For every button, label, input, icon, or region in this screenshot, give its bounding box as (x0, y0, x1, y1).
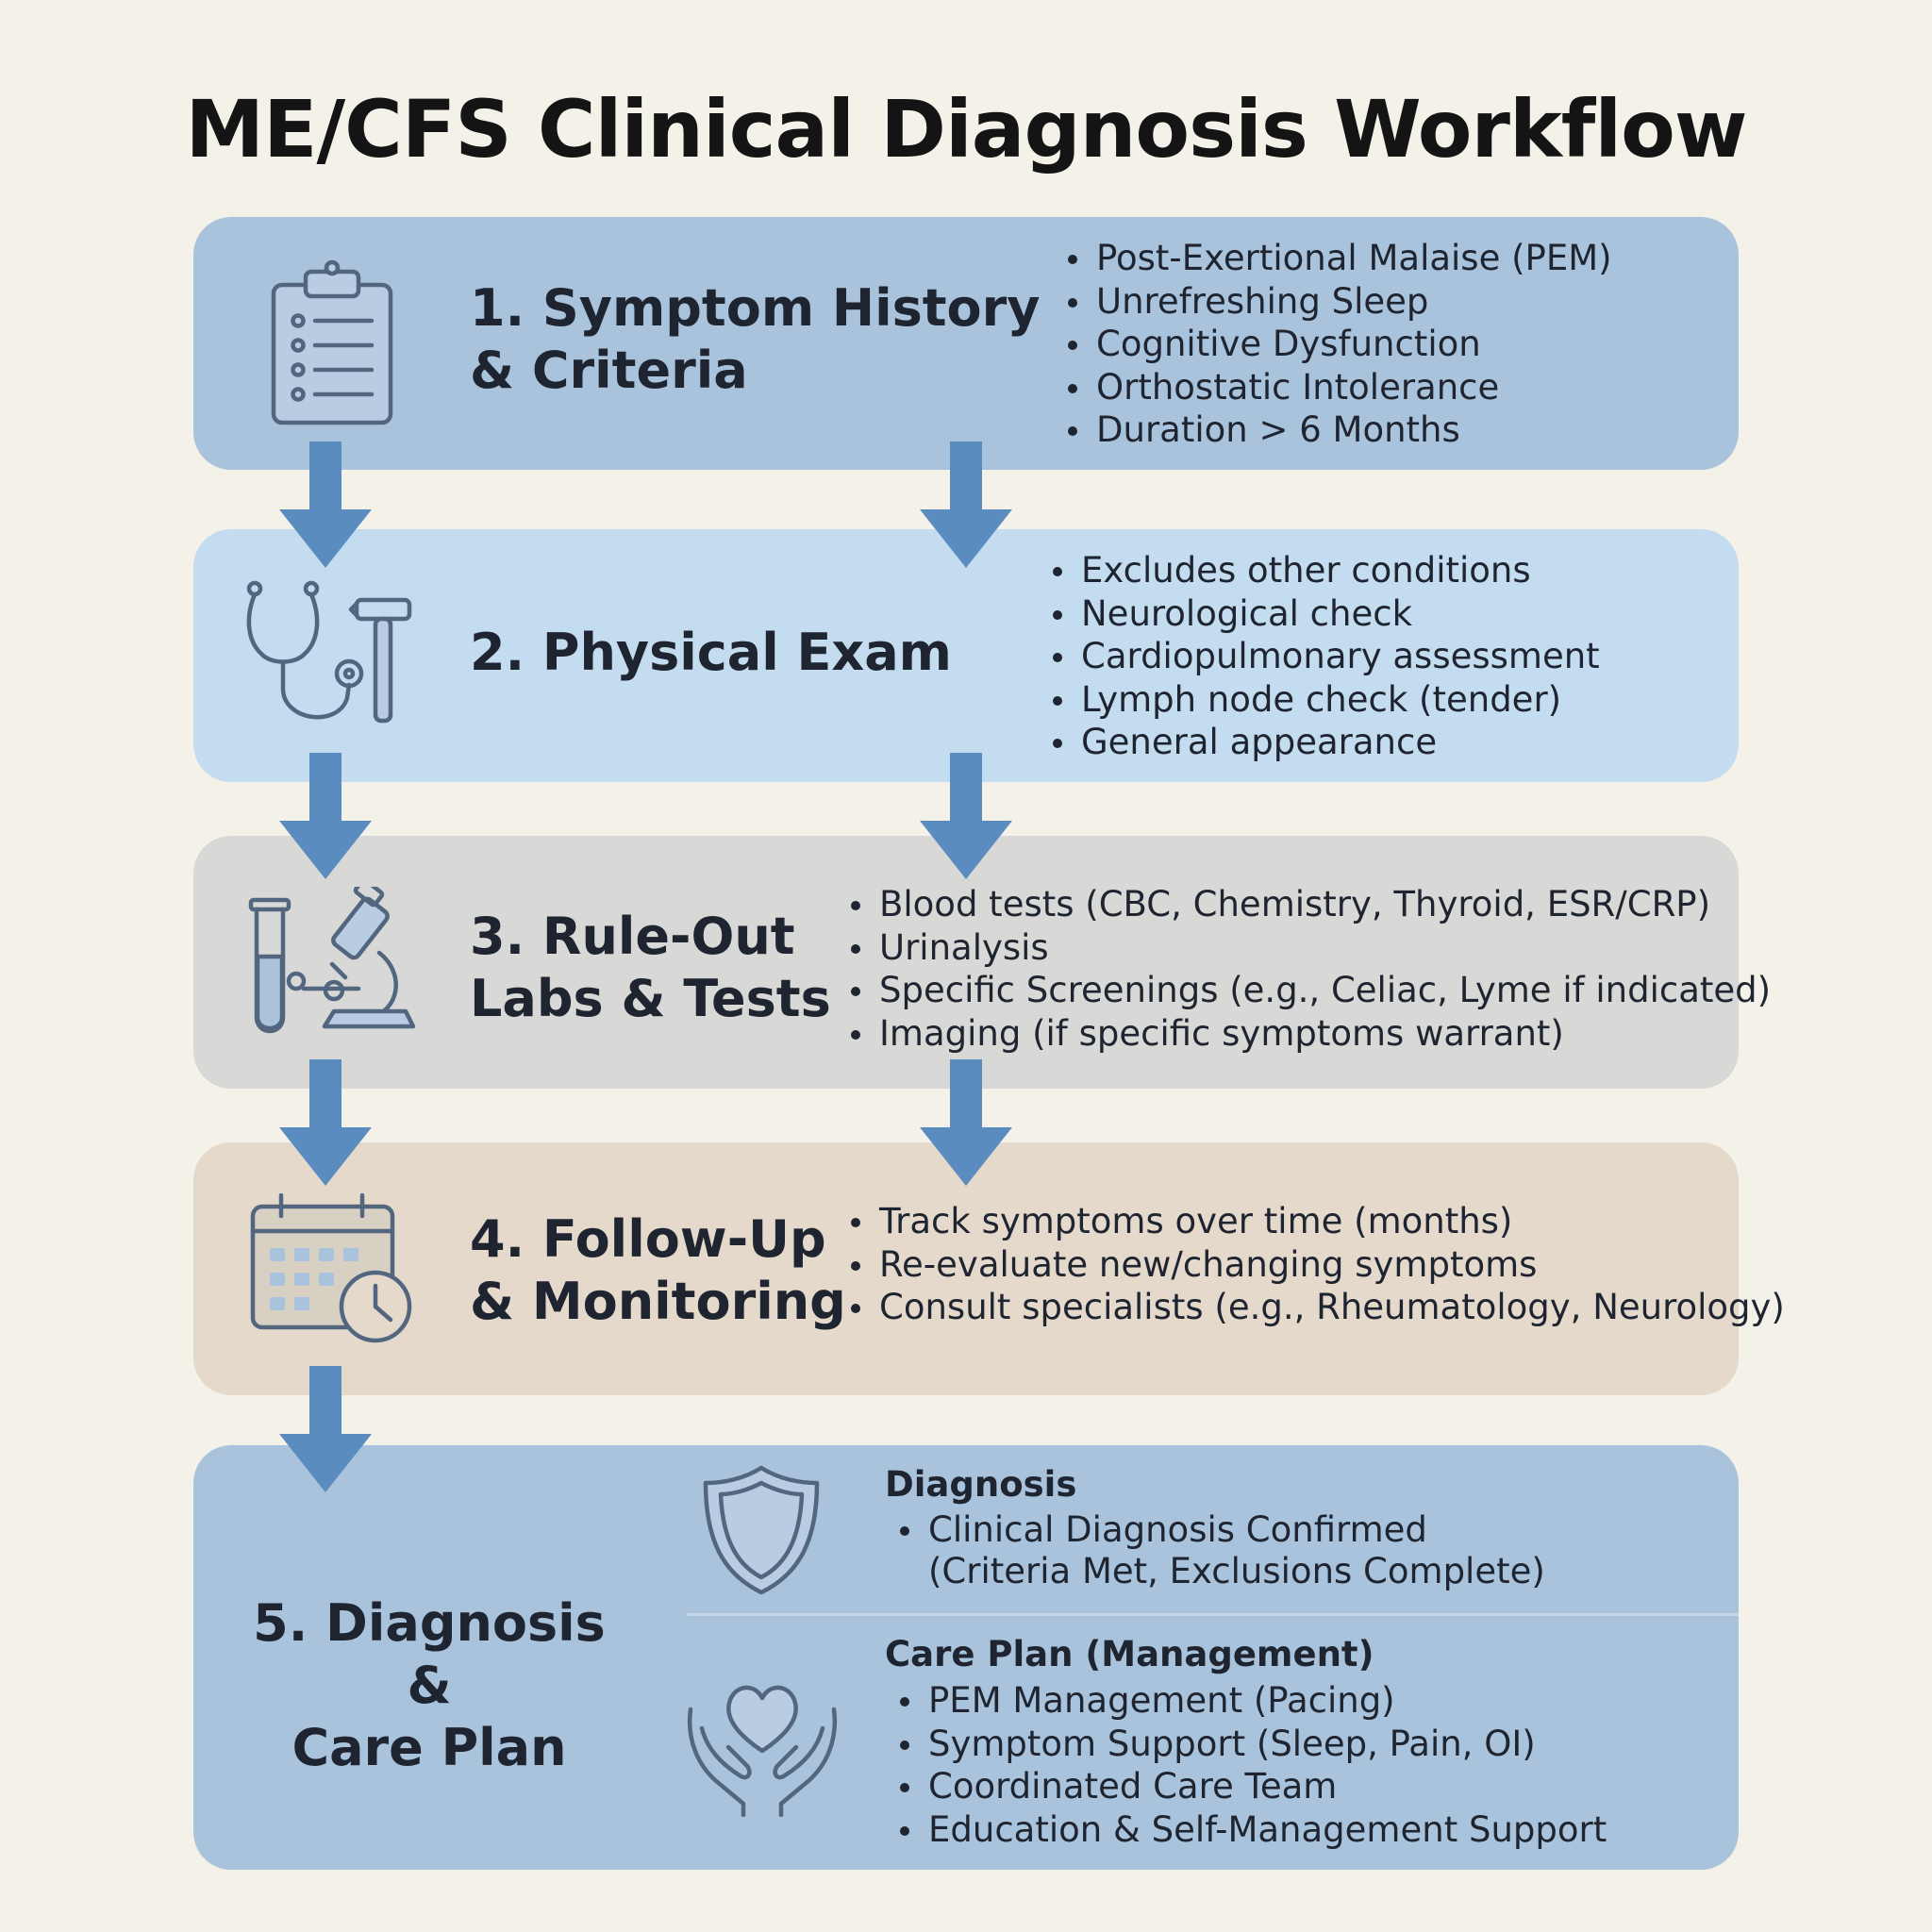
list-item: Track symptoms over time (months) (847, 1200, 1785, 1243)
list-item: Orthostatic Intolerance (1064, 366, 1612, 409)
microscope-icon (247, 887, 422, 1038)
list-item: PEM Management (Pacing) (896, 1679, 1607, 1723)
care-plan-list: PEM Management (Pacing) Symptom Support … (896, 1679, 1607, 1851)
page-title: ME/CFS Clinical Diagnosis Workflow (185, 83, 1748, 175)
list-item: General appearance (1049, 721, 1600, 764)
stethoscope-icon (243, 579, 418, 735)
list-item: Re-evaluate new/changing symptoms (847, 1243, 1785, 1287)
diagnosis-continuation: (Criteria Met, Exclusions Complete) (928, 1551, 1545, 1591)
list-item: Symptom Support (Sleep, Pain, OI) (896, 1723, 1607, 1766)
flow-arrow (279, 753, 372, 879)
list-item: Blood tests (CBC, Chemistry, Thyroid, ES… (847, 883, 1771, 926)
flow-arrow (920, 441, 1012, 568)
flow-arrow (279, 1366, 372, 1492)
step-1-box (193, 217, 1739, 470)
list-item: Urinalysis (847, 926, 1771, 970)
care-plan-heading: Care Plan (Management) (885, 1634, 1374, 1674)
list-item: Coordinated Care Team (896, 1765, 1607, 1808)
list-item: Neurological check (1049, 592, 1600, 636)
section-divider (687, 1613, 1739, 1616)
list-item: Specific Screenings (e.g., Celiac, Lyme … (847, 969, 1771, 1012)
step-3-labs-list: Blood tests (CBC, Chemistry, Thyroid, ES… (847, 883, 1771, 1055)
list-item: Lymph node check (tender) (1049, 678, 1600, 722)
step-2-exam-list: Excludes other conditions Neurological c… (1049, 549, 1600, 764)
list-item: Cognitive Dysfunction (1064, 323, 1612, 366)
step-5-title: 5. Diagnosis & Care Plan (253, 1593, 606, 1777)
flow-arrow (920, 753, 1012, 879)
step-4-title: 4. Follow-Up & Monitoring (470, 1209, 846, 1331)
list-item: Excludes other conditions (1049, 549, 1600, 592)
diagnosis-list: Clinical Diagnosis Confirmed (896, 1508, 1427, 1552)
diagnosis-heading: Diagnosis (885, 1464, 1077, 1505)
list-item: Duration > 6 Months (1064, 408, 1612, 452)
shield-icon (702, 1464, 821, 1596)
flow-arrow (920, 1059, 1012, 1186)
step-4-followup-list: Track symptoms over time (months) Re-eva… (847, 1200, 1785, 1329)
list-item: Consult specialists (e.g., Rheumatology,… (847, 1286, 1785, 1329)
step-3-title: 3. Rule-Out Labs & Tests (470, 907, 831, 1028)
list-item: Unrefreshing Sleep (1064, 280, 1612, 324)
step-2-box (193, 529, 1739, 782)
clipboard-icon (266, 258, 398, 428)
list-item: Imaging (if specific symptoms warrant) (847, 1012, 1771, 1056)
calendar-clock-icon (249, 1193, 419, 1344)
step-2-title: 2. Physical Exam (470, 623, 952, 682)
list-item: Post-Exertional Malaise (PEM) (1064, 237, 1612, 280)
step-1-title: 1. Symptom History & Criteria (470, 278, 1041, 400)
heart-hands-icon (683, 1672, 841, 1817)
list-item: Cardiopulmonary assessment (1049, 635, 1600, 678)
list-item: Clinical Diagnosis Confirmed (896, 1508, 1427, 1552)
step-5-box (193, 1445, 1739, 1870)
flow-arrow (279, 1059, 372, 1186)
flow-arrow (279, 441, 372, 568)
list-item: Education & Self-Management Support (896, 1808, 1607, 1852)
step-1-criteria-list: Post-Exertional Malaise (PEM) Unrefreshi… (1064, 237, 1612, 452)
